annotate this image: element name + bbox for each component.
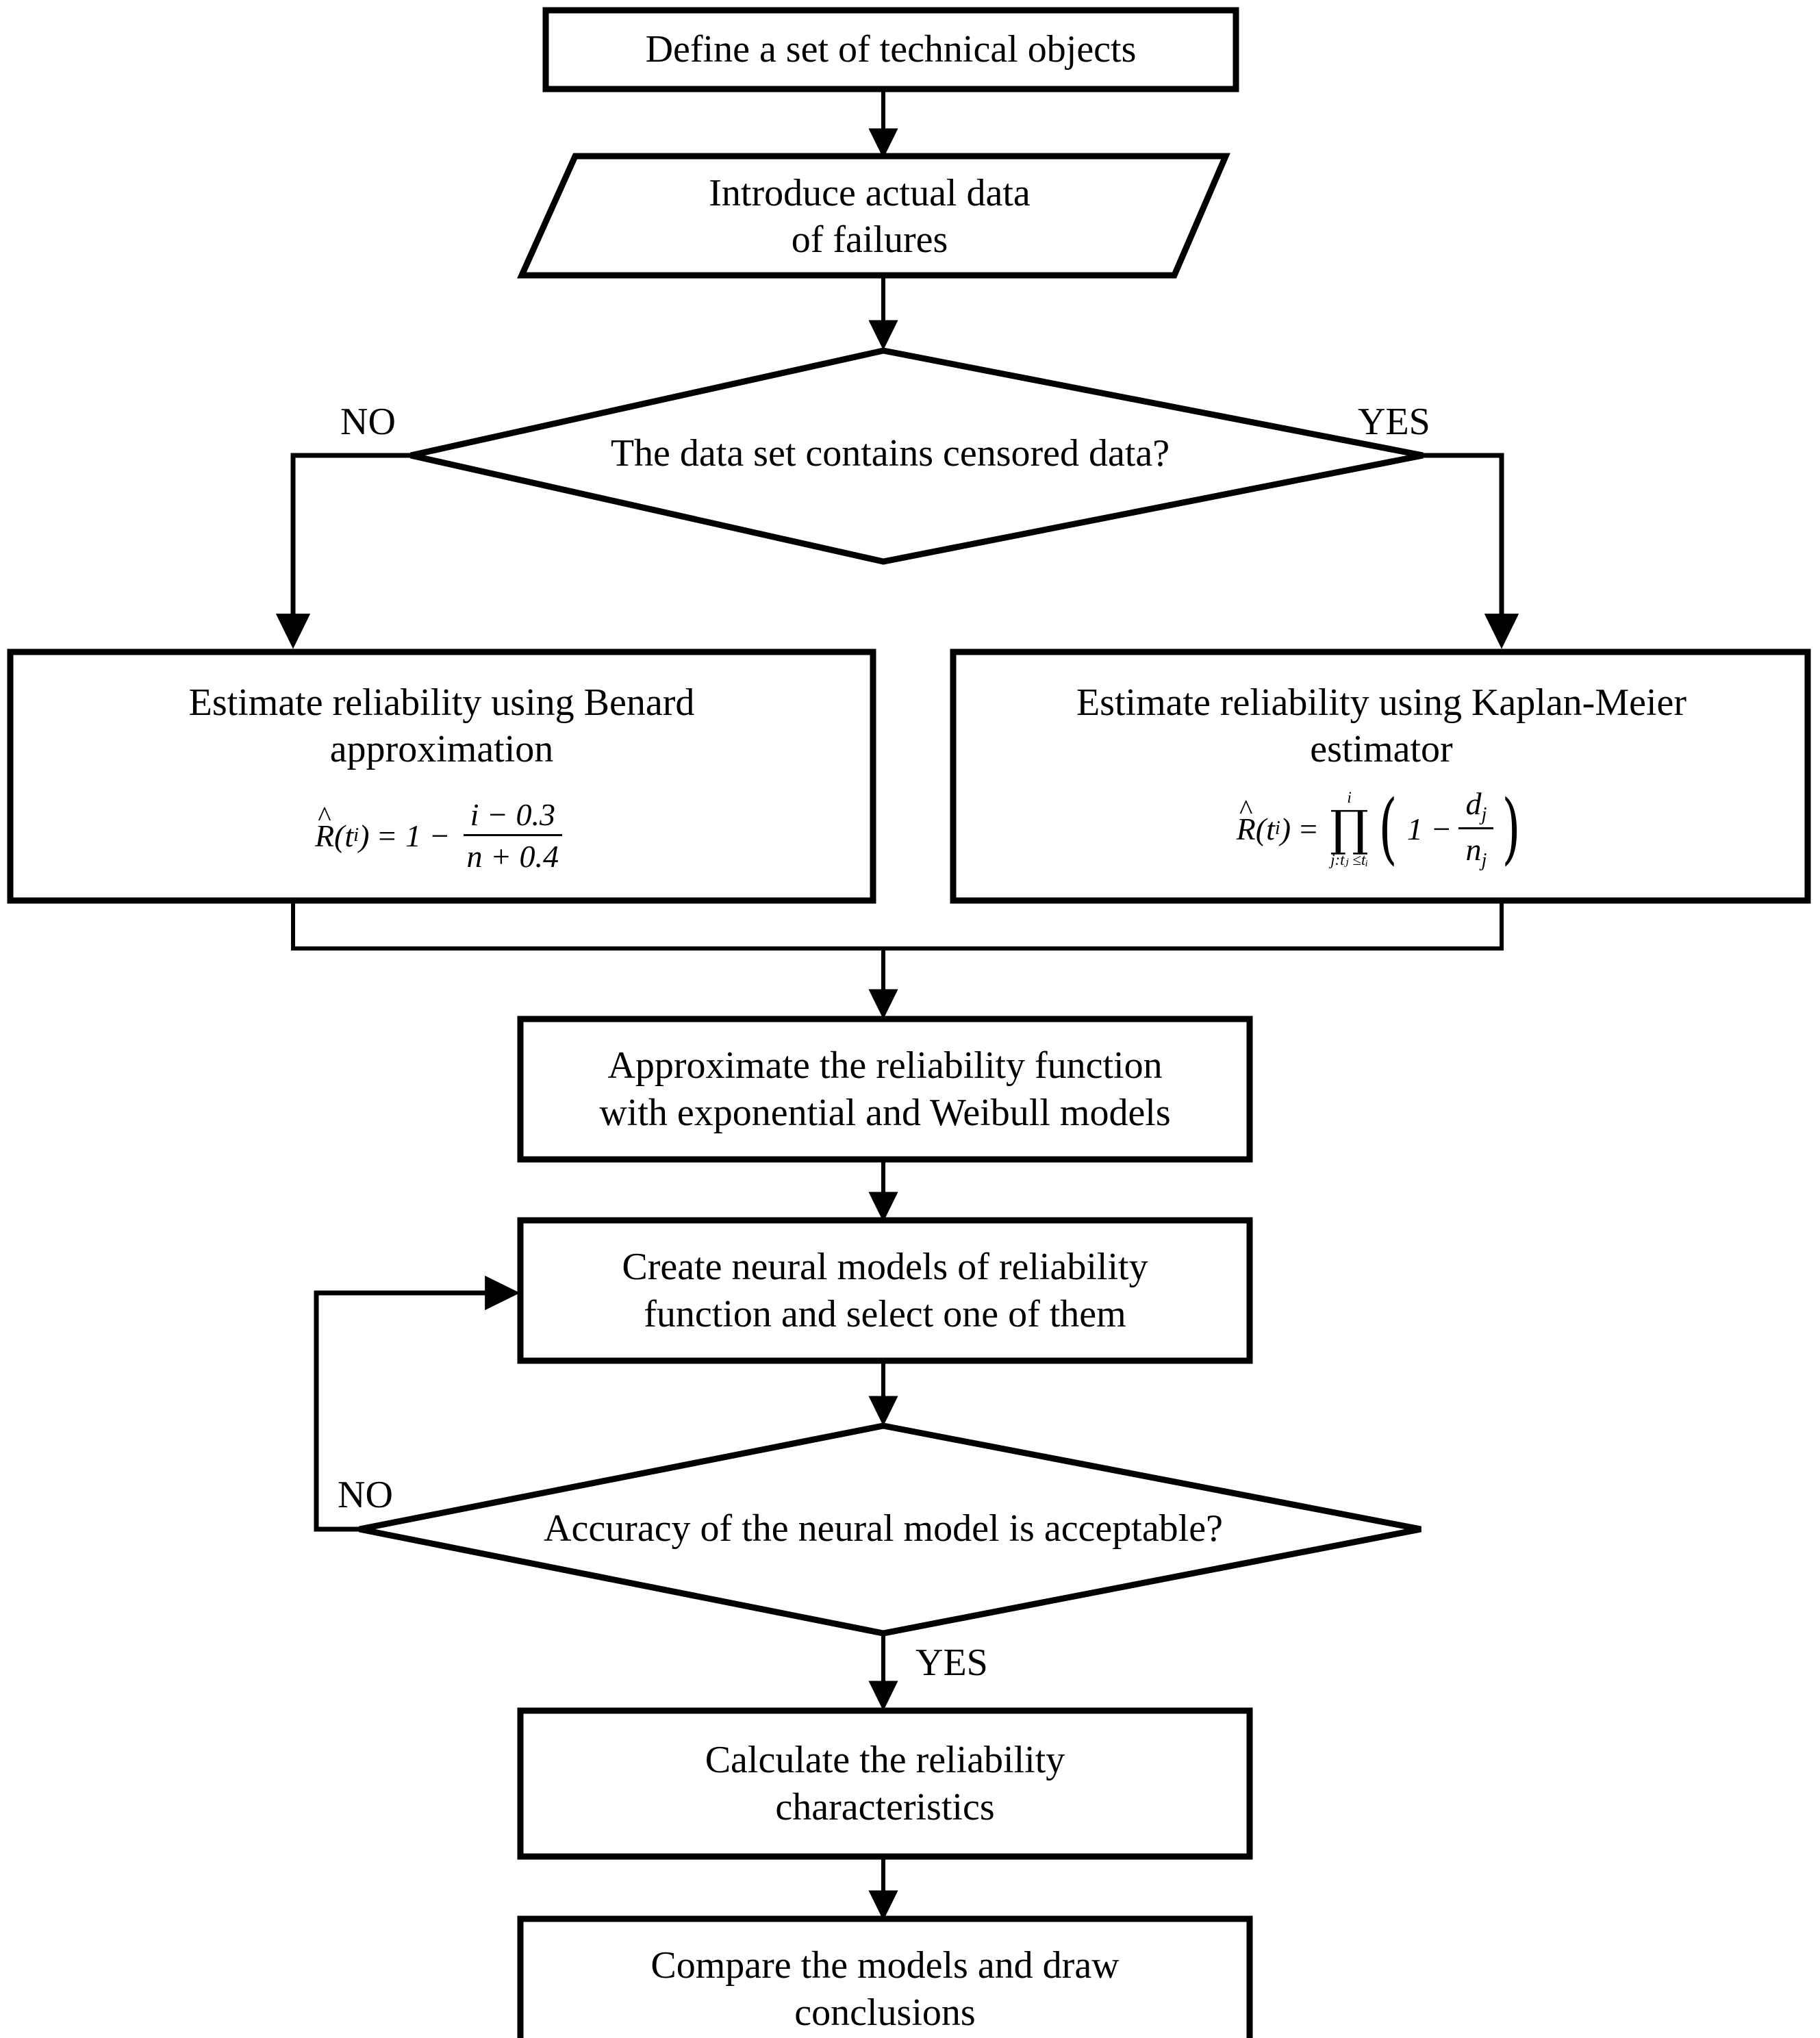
- formula-km-arg-close: ): [1280, 811, 1291, 846]
- formula-km-numerator-var: d: [1465, 785, 1482, 821]
- connector-decision1-yes: [1423, 453, 1519, 649]
- connector-decision1-no: [275, 453, 411, 649]
- connector-merge-estimates: [291, 901, 1504, 951]
- formula-km-fraction: dj nj: [1458, 785, 1494, 872]
- formula-km-arg-sub: i: [1274, 818, 1280, 839]
- formula-km-numerator: dj: [1458, 785, 1494, 829]
- node-benard-shape: [7, 649, 876, 904]
- formula-km-paren-close: ): [1502, 783, 1521, 874]
- node-introduce-data-shape: [517, 153, 1230, 279]
- formula-km-product-upper: i: [1347, 789, 1352, 807]
- formula-km-arg-open: (t: [1255, 811, 1275, 846]
- node-accuracy-decision-shape: [359, 1422, 1421, 1637]
- branch-label-censored-yes: YES: [1358, 401, 1430, 443]
- formula-benard-arg-close: ): [359, 818, 370, 853]
- formula-benard-numerator: i − 0.3: [463, 796, 562, 836]
- connector-decision2-no-feedback: [314, 1275, 520, 1532]
- product-glyph: ∏: [1330, 800, 1369, 857]
- formula-km-denominator-var: n: [1465, 832, 1482, 867]
- formula-benard-arg-sub: i: [353, 825, 359, 846]
- formula-km-denominator: nj: [1458, 829, 1493, 872]
- node-calculate-shape: [517, 1707, 1253, 1860]
- formula-benard-arg-open: (t: [334, 818, 354, 853]
- formula-km-equals: =: [1298, 811, 1319, 846]
- branch-label-accuracy-yes: YES: [915, 1641, 988, 1684]
- formula-km-product: i ∏ j:tⱼ ≤tᵢ: [1330, 790, 1369, 868]
- formula-km-paren-open: (: [1378, 783, 1398, 874]
- node-kaplan-meier-shape: [950, 649, 1811, 904]
- formula-km-one-minus: 1 −: [1406, 811, 1452, 846]
- node-compare-shape: [517, 1915, 1253, 2038]
- node-neural-models-shape: [517, 1217, 1253, 1364]
- formula-km-numerator-sub: j: [1481, 804, 1487, 825]
- formula-benard-denominator: n + 0.4: [466, 839, 559, 874]
- formula-benard-equals: = 1 −: [376, 818, 451, 853]
- formula-km-product-lower: j:tⱼ ≤tᵢ: [1330, 851, 1368, 868]
- node-define-objects-shape: [542, 7, 1239, 92]
- formula-benard-fraction: i − 0.3 n + 0.4: [460, 796, 566, 875]
- formula-km-denominator-sub: j: [1481, 850, 1487, 872]
- branch-label-accuracy-no: NO: [338, 1474, 393, 1516]
- formula-benard-rhat: ^ R: [314, 800, 335, 853]
- formula-km-rhat: ^ R: [1236, 793, 1256, 846]
- node-approximate-shape: [517, 1016, 1253, 1163]
- node-censored-decision-shape: [410, 347, 1424, 565]
- branch-label-censored-no: NO: [340, 401, 396, 443]
